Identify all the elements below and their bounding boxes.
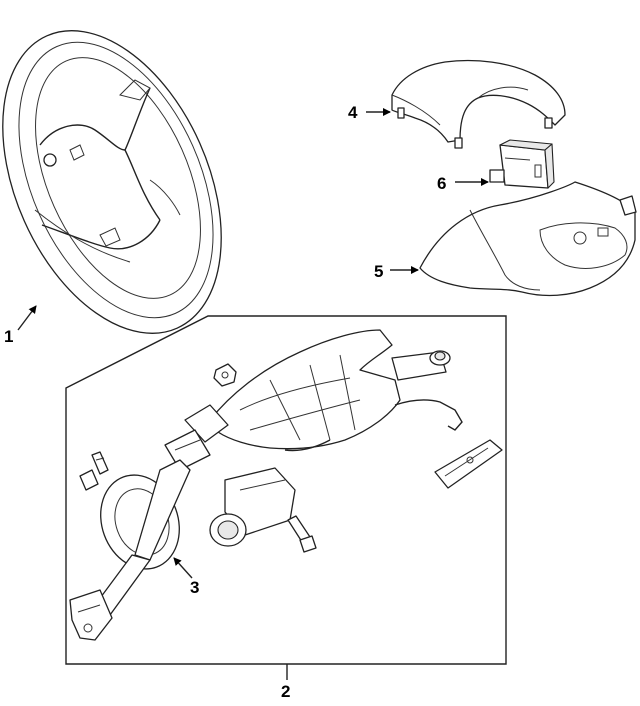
steering-wheel [2, 30, 222, 334]
assembly-frame [65, 315, 507, 665]
steering-column-assembly [164, 329, 463, 471]
pinch-bolt [79, 451, 109, 491]
column-module [489, 139, 555, 189]
callout-1: 1 [4, 327, 13, 346]
upper-column-cover [391, 59, 566, 149]
leader-3 [173, 557, 193, 579]
hex-nut [213, 363, 237, 387]
callout-6: 6 [437, 174, 446, 193]
intermediate-shaft [69, 459, 191, 641]
column-bracket [434, 439, 503, 489]
leader-1 [17, 305, 37, 331]
callout-3: 3 [190, 578, 199, 597]
mounting-bolt [287, 515, 317, 553]
callout-5: 5 [374, 262, 383, 281]
callout-4: 4 [348, 103, 358, 122]
assist-motor [209, 467, 296, 547]
callout-2: 2 [281, 682, 290, 701]
lower-column-cover [419, 181, 637, 297]
